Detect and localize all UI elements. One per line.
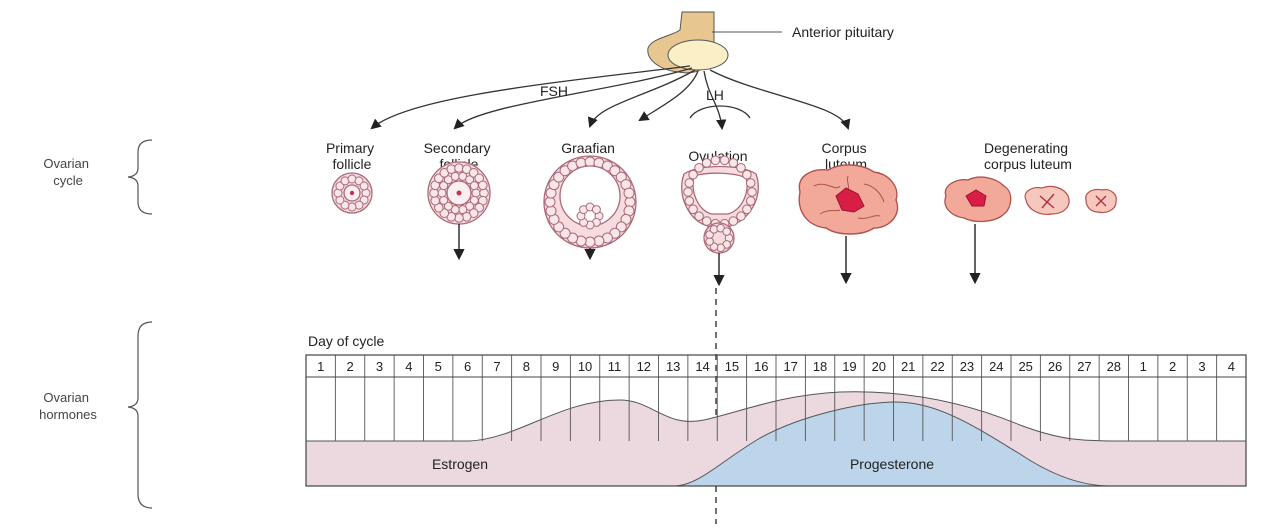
progesterone-label: Progesterone [850,456,934,472]
ovulation-illustration [681,155,759,254]
day-number: 22 [930,359,944,374]
day-number: 1 [317,359,324,374]
follicle-cell [722,227,732,236]
follicle-cell [688,169,698,180]
graafian-follicle-illustration [543,155,637,249]
secondary-follicle-illustration [427,161,491,225]
day-number: 5 [435,359,442,374]
progesterone-area [675,401,1111,486]
day-number: 16 [754,359,768,374]
follicle-cell [745,196,756,206]
pituitary-gland [647,11,729,74]
follicle-cell [683,187,693,197]
day-number: 10 [578,359,592,374]
anterior-pituitary-label: Anterior pituitary [792,24,894,40]
day-number: 26 [1048,359,1062,374]
follicle-cell [728,158,739,168]
follicle-cell [742,169,752,180]
follicle-cell [443,201,453,211]
follicle-cell [710,155,721,166]
day-number: 4 [405,359,412,374]
day-number: 7 [493,359,500,374]
follicle-cell [701,158,712,168]
degenerating-corpus-luteum-illustration [944,176,1117,223]
follicle-cell [684,178,695,188]
day-number: 21 [901,359,915,374]
follicle-cell [688,204,698,215]
follicle-cell [461,212,472,222]
day-of-cycle-label: Day of cycle [308,333,384,349]
ovarian-cycle-brace [127,139,153,215]
day-number: 11 [608,359,622,374]
follicle-cell [465,175,475,185]
ovarian-cycle-label: Ovarian cycle [43,156,92,188]
follicle-cell [478,180,488,191]
follicle-cell [728,216,739,226]
follicle-cell [429,188,439,198]
day-number: 8 [523,359,530,374]
follicle-cell [559,227,571,239]
follicle-cell [742,204,752,215]
day-number: 13 [666,359,680,374]
day-number: 6 [464,359,471,374]
follicle-cell [609,165,621,177]
follicle-cell [469,181,479,191]
day-number: 2 [346,359,353,374]
follicle-cell [454,213,464,223]
day-number: 1 [1140,359,1147,374]
day-number: 24 [989,359,1003,374]
corpus-luteum-illustration [798,164,899,235]
primary-follicle-label: Primary follicle [326,140,378,172]
follicle-cell [684,196,695,206]
follicle-cell [454,163,464,173]
day-number: 14 [695,359,709,374]
follicle-cell [615,221,627,233]
fsh-label: FSH [540,83,568,99]
follicle-cell [736,163,746,173]
day-number: 20 [872,359,886,374]
down-arrows [453,224,981,287]
follicle-cell [719,155,730,166]
day-number: 28 [1107,359,1121,374]
estrogen-label: Estrogen [432,456,488,472]
follicle-cell [479,188,489,198]
day-number: 25 [1018,359,1032,374]
ovarian-hormones-label: Ovarian hormones [39,390,97,422]
day-number: 2 [1169,359,1176,374]
follicle-cell [747,187,757,197]
follicle-cell [446,164,457,174]
day-number: 27 [1077,359,1091,374]
day-number: 9 [552,359,559,374]
follicle-cell [553,171,565,183]
day-number: 4 [1228,359,1235,374]
follicle-cell [359,181,369,191]
follicle-cell [745,178,756,188]
degenerating-corpus-luteum-label: Degenerating corpus luteum [984,140,1072,172]
day-number: 19 [842,359,856,374]
follicle-cell [694,211,704,221]
follicle-cell [430,195,441,206]
ovarian-hormones-brace [127,321,153,509]
day-number: 23 [960,359,974,374]
day-number: 18 [813,359,827,374]
timeline-frame [305,354,1247,487]
day-number: 15 [725,359,739,374]
day-number: 17 [783,359,797,374]
follicle-cell [471,188,481,198]
follicle-cell [736,211,746,221]
lh-label: LH [706,87,724,103]
day-number: 3 [376,359,383,374]
follicle-cell [701,216,712,226]
follicle-cell [591,205,601,215]
follicle-cell [694,163,704,173]
follicle-cell [439,195,449,205]
follicle-cell [623,187,635,199]
day-number: 12 [637,359,651,374]
day-number: 3 [1198,359,1205,374]
fsh-lh-arrows [370,65,851,131]
follicle-cell [437,188,447,198]
primary-follicle-illustration [331,172,373,214]
